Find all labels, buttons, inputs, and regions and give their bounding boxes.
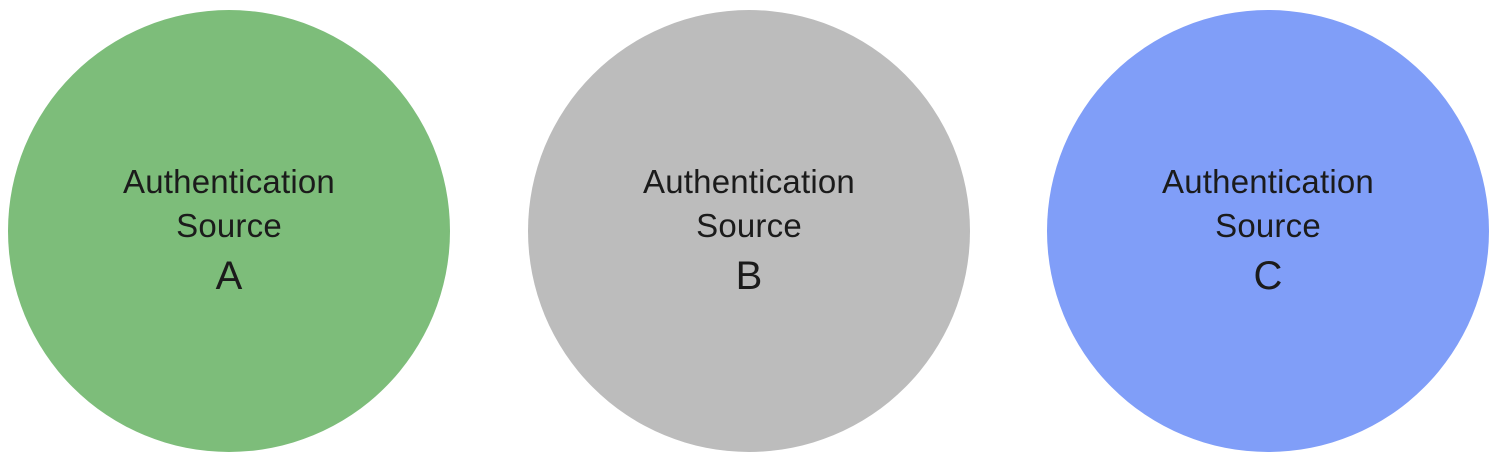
source-c-label-line2: Source [1215, 207, 1321, 244]
source-b-label-line1: Authentication [643, 163, 855, 200]
source-c-label-line1: Authentication [1162, 163, 1374, 200]
source-b-label-line2: Source [696, 207, 802, 244]
source-c-letter: C [1253, 254, 1283, 298]
authentication-source-b-circle: Authentication Source B [528, 10, 970, 452]
source-a-label-line2: Source [176, 207, 282, 244]
authentication-source-c-circle: Authentication Source C [1047, 10, 1489, 452]
source-b-letter: B [735, 254, 763, 298]
authentication-source-a-circle: Authentication Source A [8, 10, 450, 452]
source-a-label-line1: Authentication [123, 163, 335, 200]
source-a-letter: A [215, 254, 243, 298]
